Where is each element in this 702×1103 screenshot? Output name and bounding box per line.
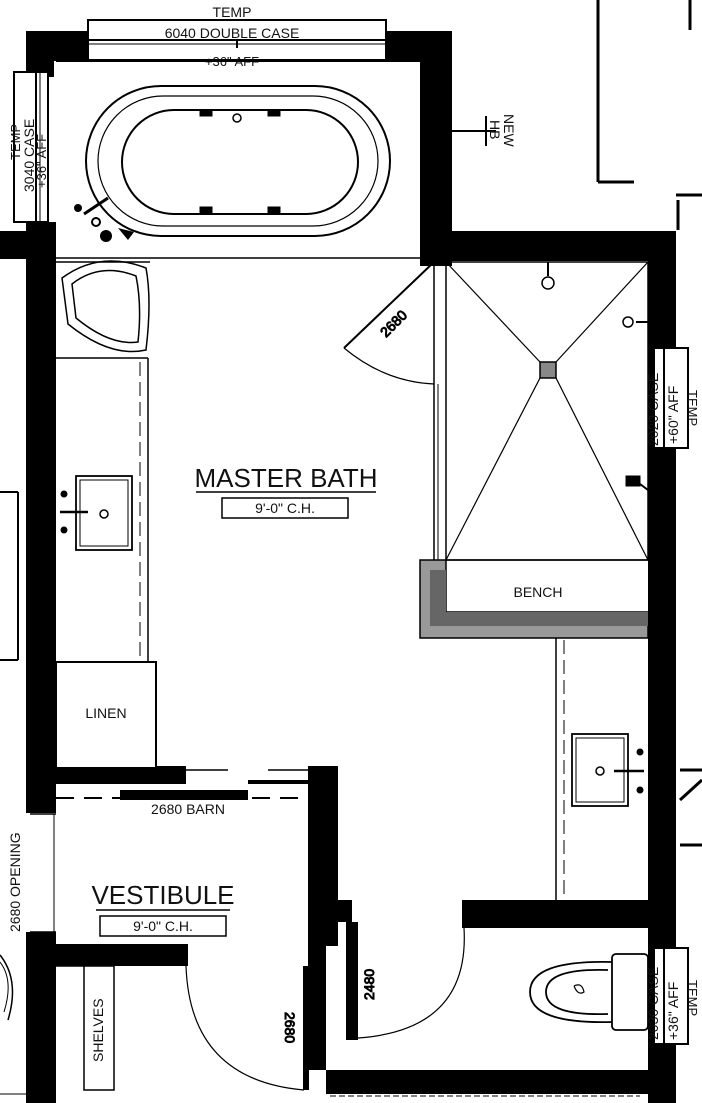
window-top-temp: TEMP [213,4,252,20]
vestibule-ceiling: 9'-0" C.H. [133,918,193,934]
bottom-strip [0,1093,640,1097]
window-rs-size: 2020 CASE [645,373,661,446]
wall-vest-corner [308,900,352,922]
master-bath-ceiling: 9'-0" C.H. [255,500,315,516]
adjacent-room-lines [596,0,702,847]
shower-head-right-icon [622,316,648,328]
shower-head-top-icon [541,262,555,290]
bathtub [56,60,420,259]
walls [0,31,676,1103]
vanity-right [555,638,644,900]
wall-bottom [326,1070,676,1094]
hb-new-label: NEW [501,114,517,147]
shelves: SHELVES [56,965,115,1091]
wall-left-mid [26,222,56,813]
window-rw-height: +36" AFF [665,982,681,1040]
vanity-left [56,357,149,662]
sink-left-drain-icon [99,509,109,519]
window-left-tub: TEMP 3040 CASE +36" AFF [8,71,49,223]
shower-drain-icon [539,361,557,379]
vestibule-door-label: 2680 [282,1012,298,1043]
shelves-label: SHELVES [90,998,106,1062]
room-label-vestibule: VESTIBULE 9'-0" C.H. [91,880,235,937]
window-left-size: 3040 CASE [21,119,37,192]
toilet-seat-area [56,260,150,353]
window-rw-temp: TEMP [685,980,700,1016]
linen-closet: LINEN [55,661,157,769]
hb-label: HB [487,120,503,139]
master-bath-name: MASTER BATH [195,463,378,493]
shower-bench: BENCH [419,559,649,639]
faucet-left-icon [60,490,88,534]
faucet-right-icon [614,748,644,794]
window-right-shower: 2020 CASE +60" AFF TEMP [645,347,700,449]
shower-valve-icon [625,475,649,491]
tub-faucet-icon [74,196,134,242]
shower-door: 2680 [343,261,435,385]
window-top: TEMP 6040 DOUBLE CASE +36" AFF [87,4,387,69]
wall-left-upper [26,31,54,77]
wall-top-right [386,31,420,61]
wc-door-label: 2480 [361,969,377,1000]
window-rs-height: +60" AFF [665,386,681,444]
wall-linen-bottom [26,766,186,784]
barn-door: 2680 BARN [56,769,316,817]
wall-vest-lower [308,930,326,1070]
room-label-master-bath: MASTER BATH 9'-0" C.H. [195,463,378,519]
sink-right-drain-icon [595,766,605,776]
wall-shower-top [420,231,676,261]
tub-drain-icon [232,113,242,123]
opening-label: 2680 OPENING [7,832,23,932]
wall-wc-top [462,900,652,928]
bench-label: BENCH [513,584,562,600]
wall-left-stub [0,231,28,259]
wall-wc-left [346,922,358,1040]
window-left-temp: TEMP [8,124,23,160]
opening: 2680 OPENING [7,813,56,933]
wc-door: 2480 [357,927,465,1039]
barn-door-label: 2680 BARN [151,801,225,817]
hose-bib: NEW HB [452,114,517,147]
vestibule-name: VESTIBULE [91,880,234,910]
toilet [529,953,649,1031]
window-right-wc: 2030 CASE +36" AFF TEMP [645,947,700,1045]
wall-tub-right [420,31,452,266]
window-rw-size: 2030 CASE [645,967,661,1040]
linen-label: LINEN [85,705,126,721]
vestibule-door: 2680 [185,965,309,1091]
wall-vest-top [30,944,188,966]
shower [433,261,649,561]
window-rs-temp: TEMP [685,390,700,426]
adjacent-left-room [0,491,19,1021]
window-top-size: 6040 DOUBLE CASE [165,25,300,41]
wall-barn-stub [120,790,248,800]
window-left-height: +36" AFF [34,134,49,188]
